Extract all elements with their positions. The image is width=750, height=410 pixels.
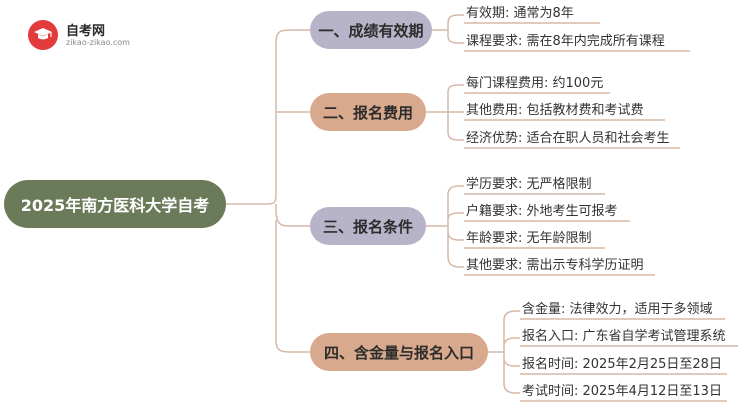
branch-conditions[interactable]: 三、报名条件 bbox=[310, 207, 426, 245]
brand-logo[interactable]: 自考网 zikao-zikao.com bbox=[28, 18, 148, 52]
leaf-age-requirement: 年龄要求: 无年龄限制 bbox=[466, 231, 592, 246]
root-node[interactable]: 2025年南方医科大学自考 bbox=[4, 180, 226, 228]
branch-value-entry[interactable]: 四、含金量与报名入口 bbox=[310, 333, 488, 371]
leaf-exam-time: 考试时间: 2025年4月12日至13日 bbox=[522, 384, 722, 399]
branch-validity[interactable]: 一、成绩有效期 bbox=[310, 11, 432, 49]
leaf-course-requirement: 课程要求: 需在8年内完成所有课程 bbox=[466, 34, 665, 49]
leaf-residence-requirement: 户籍要求: 外地考生可报考 bbox=[466, 204, 618, 219]
graduation-cap-icon bbox=[28, 20, 58, 50]
leaf-education-requirement: 学历要求: 无严格限制 bbox=[466, 177, 592, 192]
leaf-registration-time: 报名时间: 2025年2月25日至28日 bbox=[522, 357, 722, 372]
leaf-economic-advantage: 经济优势: 适合在职人员和社会考生 bbox=[466, 131, 670, 146]
brand-url: zikao-zikao.com bbox=[66, 38, 130, 47]
brand-name: 自考网 bbox=[66, 24, 106, 39]
leaf-other-fees: 其他费用: 包括教材费和考试费 bbox=[466, 103, 644, 118]
leaf-other-requirement: 其他要求: 需出示专科学历证明 bbox=[466, 258, 644, 273]
branch-fees[interactable]: 二、报名费用 bbox=[310, 93, 426, 131]
leaf-registration-entry: 报名入口: 广东省自学考试管理系统 bbox=[522, 329, 726, 344]
leaf-validity-period: 有效期: 通常为8年 bbox=[466, 6, 574, 21]
leaf-course-fee: 每门课程费用: 约100元 bbox=[466, 76, 604, 91]
leaf-value: 含金量: 法律效力，适用于多领域 bbox=[522, 302, 713, 317]
